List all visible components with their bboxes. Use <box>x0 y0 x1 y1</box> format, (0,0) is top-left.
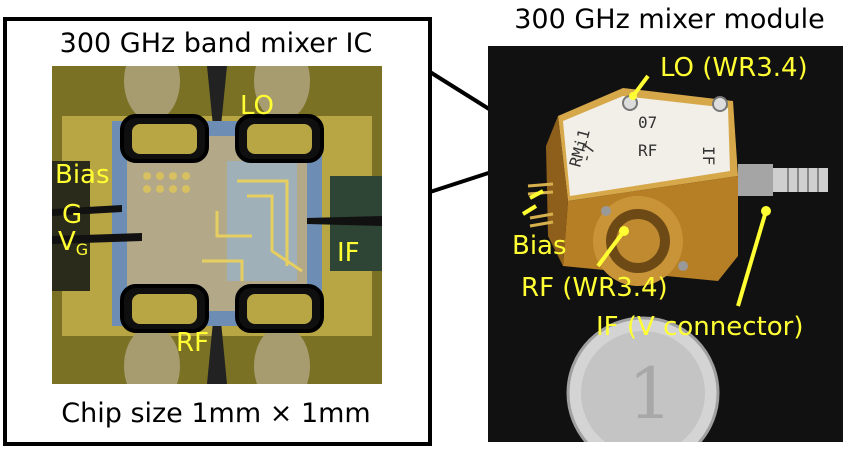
module-title: 300 GHz mixer module <box>514 4 825 35</box>
chip-label-vg: VG <box>58 227 89 259</box>
handwriting-number: 07 <box>638 113 657 132</box>
svg-text:1: 1 <box>628 353 673 435</box>
module-label-rf: RF (WR3.4) <box>521 273 668 303</box>
chip-label-g: G <box>62 200 83 230</box>
module-label-bias: Bias <box>512 231 567 261</box>
handwriting-rf: RF <box>638 141 657 160</box>
handwriting-id-suffix: -7 <box>576 142 599 166</box>
mixer-module-photo: 1 RMi1 -7 07 RF IF <box>488 46 843 442</box>
module-label-lo: LO (WR3.4) <box>660 53 808 83</box>
chip-size-caption: Chip size 1mm × 1mm <box>61 398 371 429</box>
handwriting-if: IF <box>699 146 718 165</box>
chip-label-if: IF <box>337 238 360 268</box>
chip-micrograph <box>52 66 382 384</box>
chip-label-rf: RF <box>176 328 210 358</box>
chip-label-lo: LO <box>240 91 275 121</box>
module-label-if: IF (V connector) <box>596 312 804 342</box>
chip-title: 300 GHz band mixer IC <box>59 28 373 59</box>
chip-label-bias: Bias <box>55 160 110 190</box>
